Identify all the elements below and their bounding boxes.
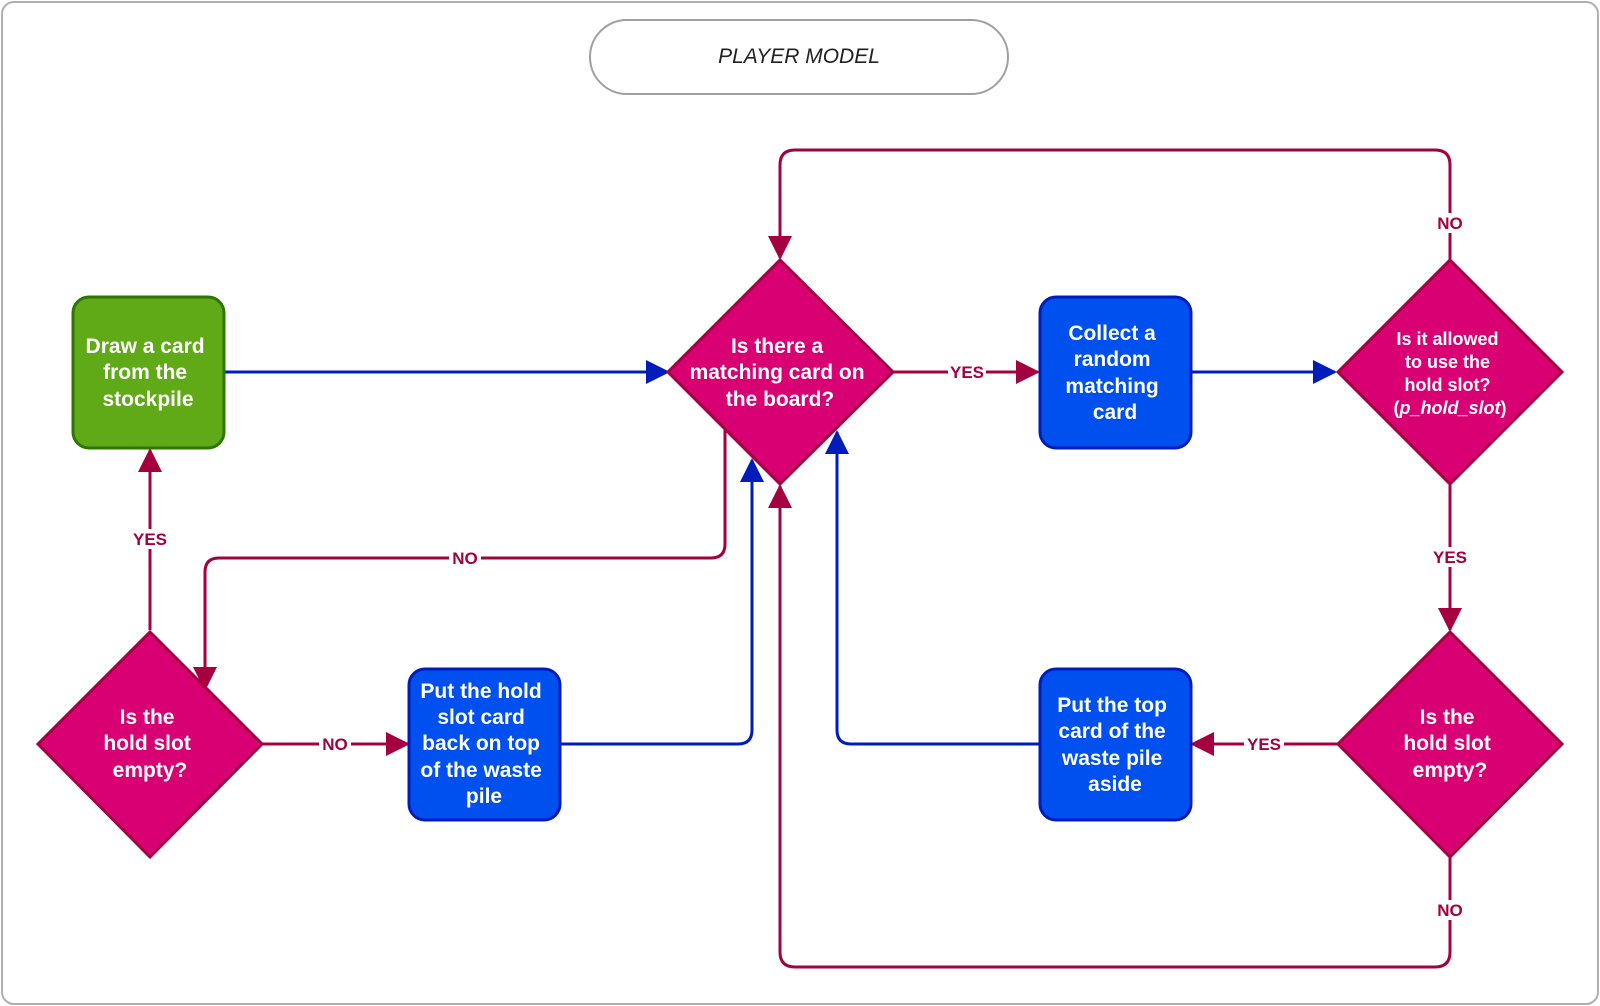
node-matching-card-label: Is there a matching card on the board?	[690, 335, 871, 411]
edge-label-yes: YES	[950, 363, 984, 382]
node-collect-card-label: Collect a random matching card	[1065, 322, 1164, 424]
edge-label-bg	[449, 548, 481, 568]
node-hold-slot-allowed: Is it allowed to use the hold slot? (p_h…	[1335, 257, 1565, 487]
edge-label-bg	[1430, 547, 1470, 567]
edge-label-bg	[1434, 900, 1466, 920]
edge-aside-to-match	[825, 430, 1040, 746]
edge-label-no: NO	[1437, 901, 1463, 920]
title-text: PLAYER MODEL	[718, 45, 880, 68]
node-hold-slot-empty-left-shape	[35, 629, 265, 860]
node-put-back-card: Put the hold slot card back on top of th…	[407, 667, 562, 822]
node-hold-slot-empty-right-label: Is the hold slot empty?	[1403, 706, 1496, 782]
node-put-back-card-shape	[407, 667, 562, 822]
node-put-back-card-label: Put the hold slot card back on top of th…	[420, 680, 547, 808]
node-matching-card: Is there a matching card on the board?	[665, 257, 896, 487]
edge-label-no: NO	[452, 549, 478, 568]
node-collect-card: Collect a random matching card	[1038, 295, 1193, 450]
node-put-card-aside-shape	[1038, 667, 1193, 822]
edge-label-yes: YES	[1433, 548, 1467, 567]
title-box	[589, 19, 1009, 95]
edge-label-no: NO	[322, 735, 348, 754]
node-hold-slot-empty-right-shape	[1335, 629, 1565, 860]
edge-allowed-to-match-no	[768, 148, 1452, 260]
edge-label-bg	[948, 362, 986, 382]
node-hold-slot-allowed-shape	[1335, 257, 1565, 487]
node-hold-slot-empty-left-label: Is the hold slot empty?	[103, 706, 196, 782]
edge-label-bg	[1244, 734, 1284, 754]
edge-label-yes: YES	[1247, 735, 1281, 754]
node-matching-card-shape	[665, 257, 896, 487]
edge-label-no: NO	[1437, 214, 1463, 233]
edge-hold-right-to-match-no	[768, 484, 1452, 969]
edge-label-yes: YES	[133, 530, 167, 549]
node-hold-slot-allowed-label: Is it allowed to use the hold slot? (p_h…	[1393, 329, 1506, 418]
edge-label-bg	[319, 734, 351, 754]
edge-putback-to-match	[560, 458, 764, 746]
node-hold-slot-empty-left: Is the hold slot empty?	[35, 629, 265, 860]
node-draw-card: Draw a card from the stockpile	[71, 295, 226, 450]
edge-label-bg	[1434, 213, 1466, 233]
edge-label-bg	[130, 529, 170, 549]
node-put-card-aside-label: Put the top card of the waste pile aside	[1057, 694, 1173, 796]
node-put-card-aside: Put the top card of the waste pile aside	[1038, 667, 1193, 822]
node-draw-card-label: Draw a card from the stockpile	[86, 335, 211, 411]
node-collect-card-shape	[1038, 295, 1193, 450]
node-hold-slot-empty-right: Is the hold slot empty?	[1335, 629, 1565, 860]
node-draw-card-shape	[71, 295, 226, 450]
